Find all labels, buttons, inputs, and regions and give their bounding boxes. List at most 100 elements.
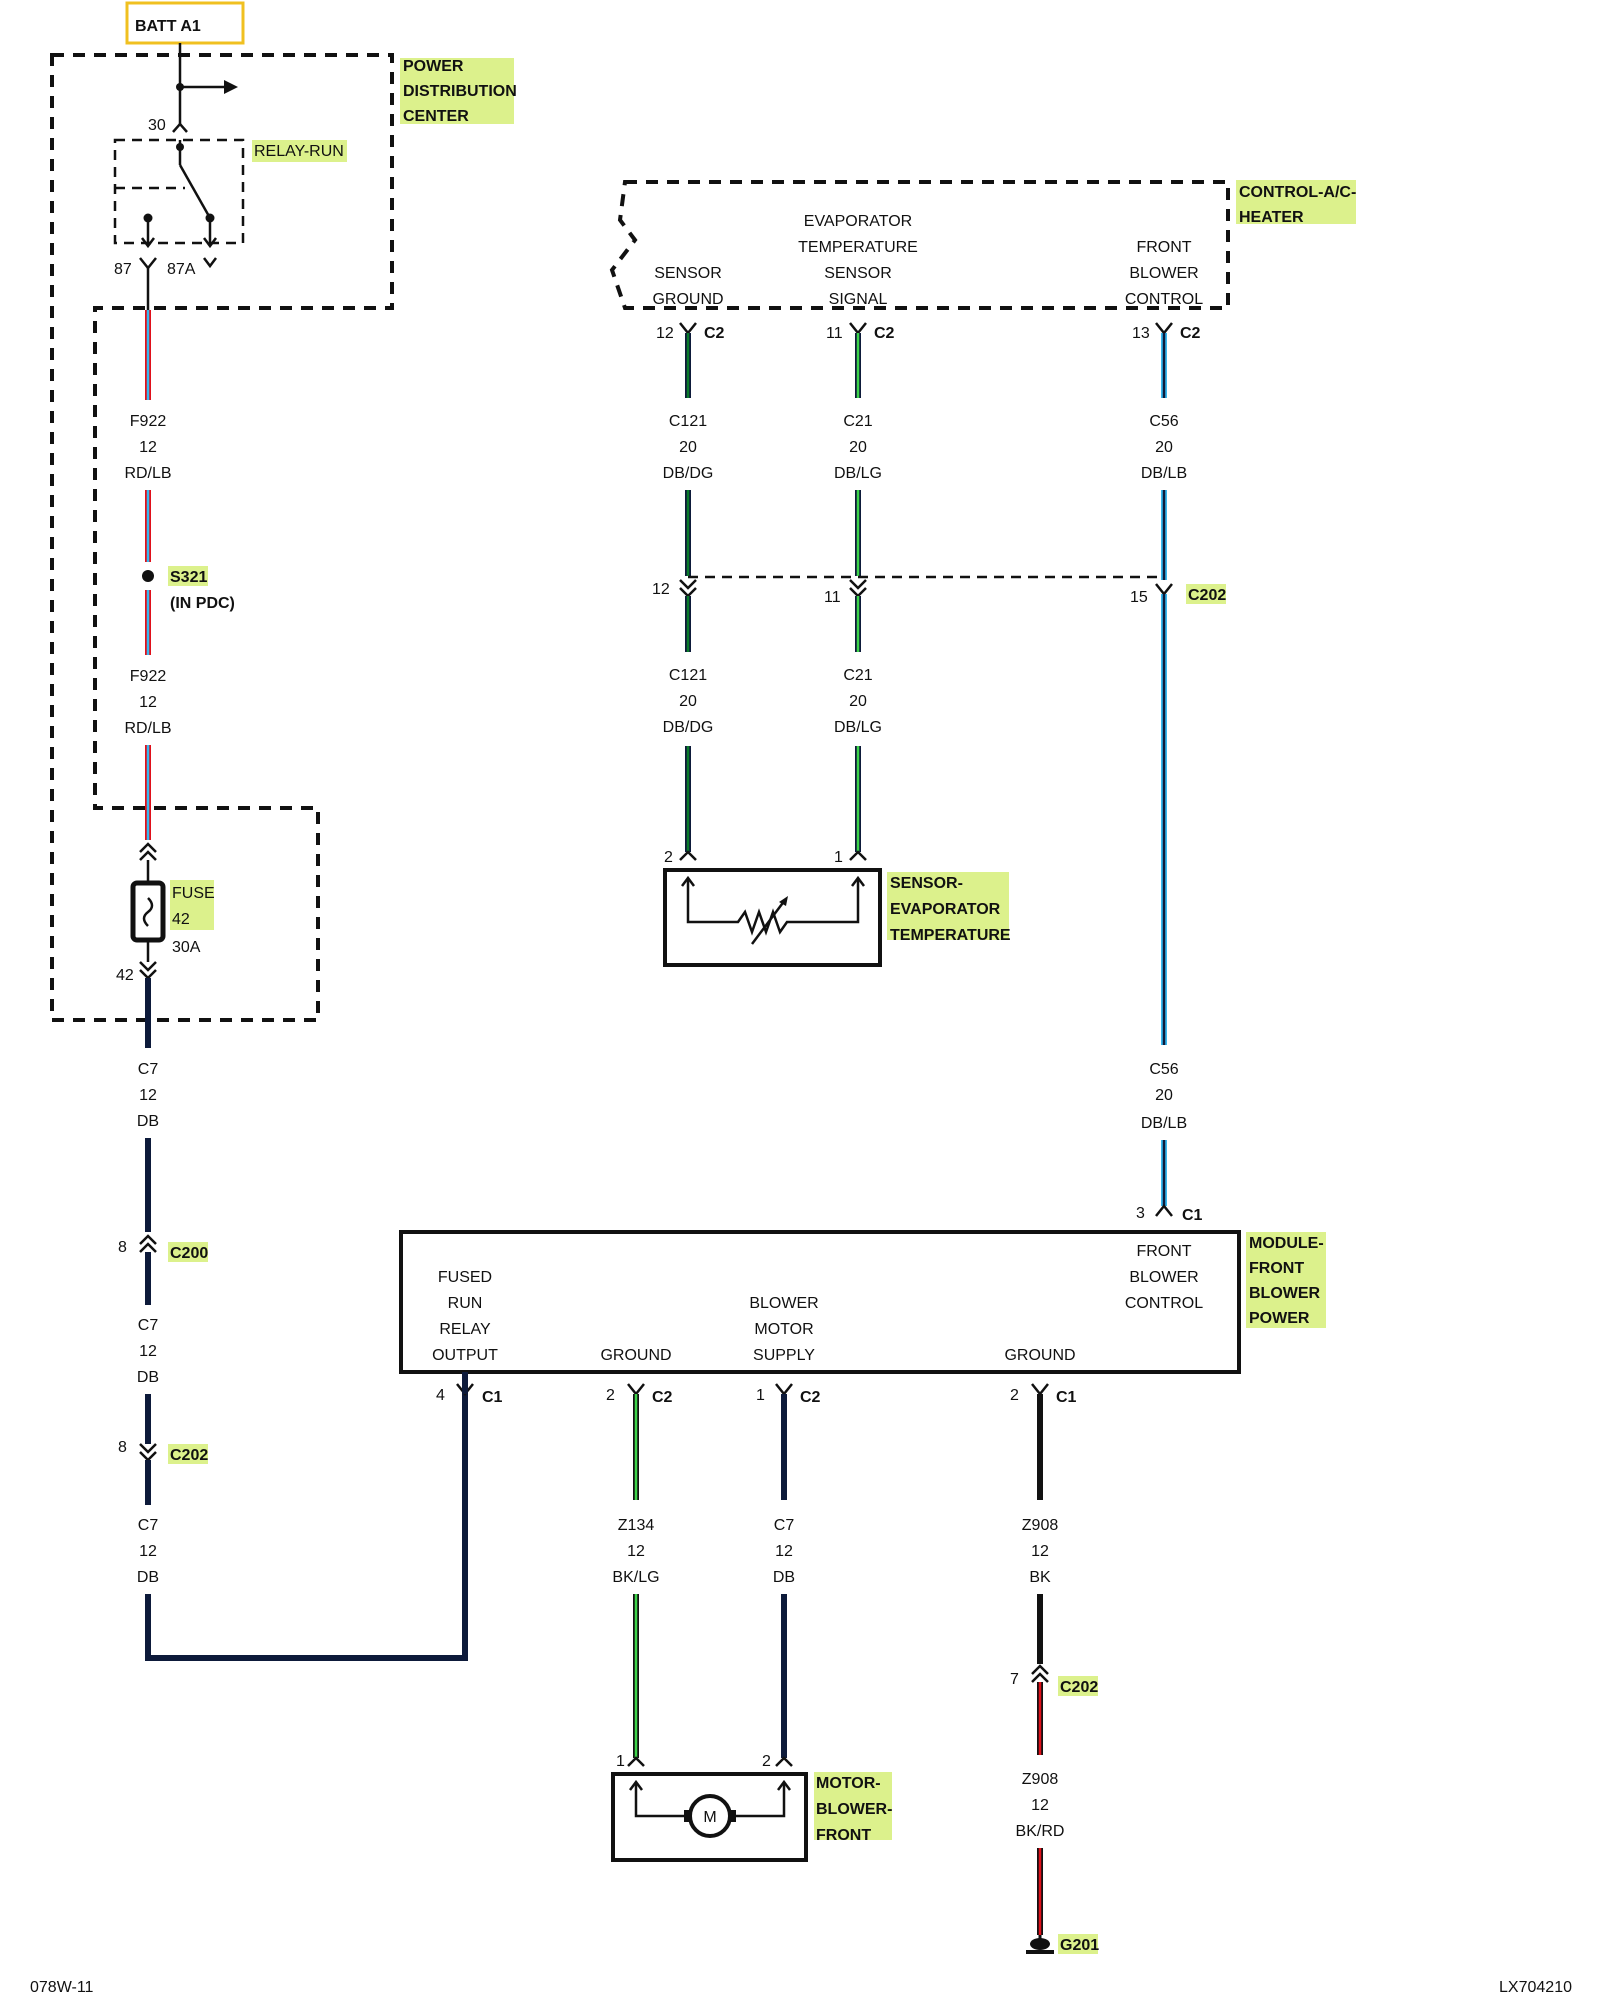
- fuse-pin-42: 42: [116, 967, 134, 984]
- wire-f922-b-gauge: 12: [139, 694, 157, 711]
- batt-a1-box: [125, 1, 245, 45]
- control-pin3-line3: CONTROL: [1125, 291, 1203, 308]
- module-pin-supply-3: SUPPLY: [753, 1347, 815, 1364]
- sensor-pin-1: 1: [834, 849, 843, 866]
- wire-c7-a-circuit: C7: [138, 1061, 159, 1078]
- module-conn-c2-c: C2: [800, 1389, 821, 1406]
- wire-c121-b-color: DB/DG: [663, 719, 714, 736]
- module-pin-4: 4: [436, 1387, 445, 1404]
- motor-pin-1: 1: [616, 1753, 625, 1770]
- fuse-label-1: FUSE: [172, 885, 215, 902]
- module-label-3: BLOWER: [1249, 1285, 1321, 1302]
- wire-c121-b-gauge: 20: [679, 693, 697, 710]
- wire-c56-a-color: DB/LB: [1141, 465, 1187, 482]
- control-conn-c2-a: C2: [704, 325, 725, 342]
- module-pin-fused-4: OUTPUT: [432, 1347, 498, 1364]
- c202-ground-label: C202: [1060, 1679, 1098, 1696]
- motor-symbol: M: [703, 1809, 716, 1826]
- wire-c21-a-circuit: C21: [843, 413, 872, 430]
- module-pin-1-c2: 1: [756, 1387, 765, 1404]
- motor-label-1: MOTOR-: [816, 1775, 881, 1792]
- module-label-4: POWER: [1249, 1310, 1310, 1327]
- module-box: [399, 1230, 1241, 1374]
- control-pin2-line4: SIGNAL: [829, 291, 888, 308]
- fuse-label-2: 42: [172, 911, 190, 928]
- wire-c7-a-color: DB: [137, 1113, 159, 1130]
- module-pin-2-c1: 2: [1010, 1387, 1019, 1404]
- wire-f922-a-circuit: F922: [130, 413, 167, 430]
- module-pin-control-2: BLOWER: [1129, 1269, 1198, 1286]
- wire-c7-a-gauge: 12: [139, 1087, 157, 1104]
- wire-c56-a-gauge: 20: [1155, 439, 1173, 456]
- wire-c7-b-gauge: 12: [139, 1343, 157, 1360]
- control-outline: [609, 180, 1230, 310]
- module-conn-c2-b: C2: [652, 1389, 673, 1406]
- control-conn-c2-b: C2: [874, 325, 895, 342]
- wire-c7-b-color: DB: [137, 1369, 159, 1386]
- splice-s321-label: S321: [170, 569, 207, 586]
- fuse-rating: 30A: [172, 939, 201, 956]
- wire-c21-b-gauge: 20: [849, 693, 867, 710]
- c200-label: C200: [170, 1245, 208, 1262]
- pdc-label-3: CENTER: [403, 108, 469, 125]
- control-pin2-line2: TEMPERATURE: [798, 239, 918, 256]
- module-pin-fused-1: FUSED: [438, 1269, 492, 1286]
- module-pin-3: 3: [1136, 1205, 1145, 1222]
- module-pin-supply-2: MOTOR: [754, 1321, 813, 1338]
- motor-pin-2: 2: [762, 1753, 771, 1770]
- wire-c7-motor-circuit: C7: [774, 1517, 795, 1534]
- wire-z908-a-circuit: Z908: [1022, 1517, 1059, 1534]
- wire-c7-c-circuit: C7: [138, 1517, 159, 1534]
- wire-c56-b-circuit: C56: [1149, 1061, 1178, 1078]
- wire-c56-b-gauge: 20: [1155, 1087, 1173, 1104]
- control-pin1-line2: GROUND: [652, 291, 723, 308]
- relay-switch-arm: [178, 164, 212, 219]
- wire-c121-b-circuit: C121: [669, 667, 707, 684]
- motor-label-2: BLOWER-: [816, 1801, 892, 1818]
- wire-c21-b-circuit: C21: [843, 667, 872, 684]
- module-label-1: MODULE-: [1249, 1235, 1324, 1252]
- module-conn-c1-e: C1: [1182, 1207, 1203, 1224]
- wire-f922-a-gauge: 12: [139, 439, 157, 456]
- wire-c121-a-gauge: 20: [679, 439, 697, 456]
- relay-pin-30: 30: [148, 117, 166, 134]
- c202-top-pin-15: 15: [1130, 589, 1148, 606]
- module-label-2: FRONT: [1249, 1260, 1304, 1277]
- control-pin-13: 13: [1132, 325, 1150, 342]
- control-pin2-line3: SENSOR: [824, 265, 892, 282]
- control-pin1-line1: SENSOR: [654, 265, 722, 282]
- c202-top-label: C202: [1188, 587, 1226, 604]
- control-label-2: HEATER: [1239, 209, 1304, 226]
- wire-c121-a-circuit: C121: [669, 413, 707, 430]
- wire-z908-b-color: BK/RD: [1016, 1823, 1065, 1840]
- wire-c7-c: [145, 1382, 468, 1661]
- wire-f922-b-color: RD/LB: [124, 720, 171, 737]
- wire-z908-a-gauge: 12: [1031, 1543, 1049, 1560]
- wire-c7-c-color: DB: [137, 1569, 159, 1586]
- wire-z134-circuit: Z134: [618, 1517, 655, 1534]
- pdc-label-2: DISTRIBUTION: [403, 83, 517, 100]
- c202-left-label: C202: [170, 1447, 208, 1464]
- module-conn-c1-d: C1: [1056, 1389, 1077, 1406]
- wire-f922-b-circuit: F922: [130, 668, 167, 685]
- wire-c7-b-circuit: C7: [138, 1317, 159, 1334]
- wire-z908-b-gauge: 12: [1031, 1797, 1049, 1814]
- wire-c21-a-color: DB/LG: [834, 465, 882, 482]
- batt-arrow-icon: [224, 80, 238, 94]
- wire-c7-motor-color: DB: [773, 1569, 795, 1586]
- c202-left-pin: 8: [118, 1439, 127, 1456]
- module-pin-ground-b: GROUND: [1004, 1347, 1075, 1364]
- pdc-label-1: POWER: [403, 58, 464, 75]
- pdc-outline: [50, 53, 394, 1022]
- wire-c56-b-color: DB/LB: [1141, 1115, 1187, 1132]
- module-pin-fused-2: RUN: [448, 1295, 483, 1312]
- wire-z134-gauge: 12: [627, 1543, 645, 1560]
- control-pin3-line1: FRONT: [1136, 239, 1191, 256]
- module-pin-control-3: CONTROL: [1125, 1295, 1203, 1312]
- c200-pin: 8: [118, 1239, 127, 1256]
- corner-left: 078W-11: [30, 1979, 94, 1996]
- module-pin-fused-3: RELAY: [439, 1321, 491, 1338]
- batt-a1-label: BATT A1: [135, 18, 201, 35]
- control-pin2-line1: EVAPORATOR: [804, 213, 912, 230]
